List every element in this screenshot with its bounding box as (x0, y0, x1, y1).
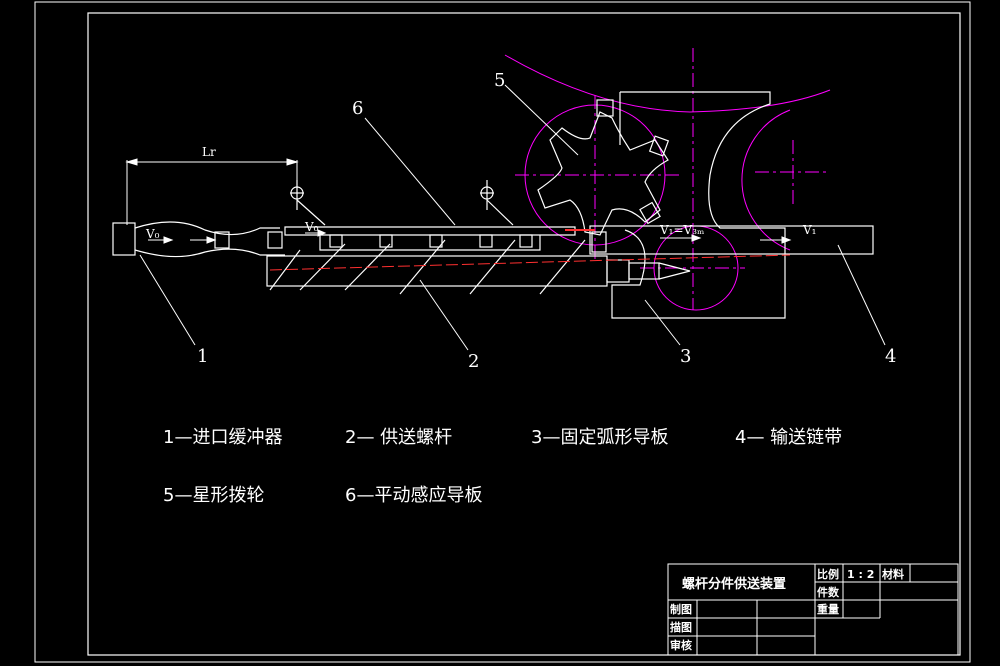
legend-item-3: 3—固定弧形导板 (531, 427, 668, 448)
legend-item-4: 4— 输送链带 (735, 427, 842, 448)
velocity-vs-label: V₀ (304, 220, 319, 234)
center-lines (515, 48, 830, 310)
fixed-arc-guide (611, 91, 786, 319)
title-block-scale-value: 1 : 2 (847, 568, 874, 581)
callout-4: 4 (885, 346, 896, 367)
velocity-arrows (148, 229, 792, 244)
legend-item-2: 2— 供送螺杆 (345, 427, 452, 448)
inlet-buffer (112, 221, 285, 258)
outer-frame (34, 1, 971, 663)
title-block-weight-label: 重量 (817, 602, 839, 616)
title-block-material-label: 材料 (882, 567, 904, 581)
callout-6: 6 (352, 98, 363, 119)
title-block-traced-label: 描图 (670, 620, 692, 634)
legend-item-6: 6—平动感应导板 (345, 485, 482, 506)
callout-5: 5 (494, 70, 505, 91)
legend-item-1: 1—进口缓冲器 (163, 427, 282, 448)
feed-screw (266, 239, 691, 295)
velocity-v1-label: V₁ (802, 223, 816, 237)
conveyor-belt (589, 225, 874, 255)
callout-2: 2 (468, 351, 479, 372)
sensor-pivots (290, 180, 514, 226)
dimension-lr (125, 158, 299, 225)
title-block-scale-label: 比例 (817, 567, 839, 581)
construction-arcs (504, 54, 831, 311)
leader-lines (139, 84, 886, 351)
title-block-count-label: 件数 (817, 585, 840, 599)
callout-3: 3 (680, 346, 691, 367)
velocity-vmid-label: V₁=V₃ₘ (659, 223, 704, 237)
inner-frame (87, 12, 961, 656)
title-block-checked-label: 审核 (670, 638, 692, 652)
star-wheel (537, 99, 670, 236)
screw-axis-line (269, 254, 791, 271)
legend-item-5: 5—星形拨轮 (163, 485, 264, 506)
callout-1: 1 (197, 346, 208, 367)
dimension-lr-label: Lr (202, 145, 216, 159)
velocity-v0-label: V₀ (145, 227, 160, 241)
title-block (667, 563, 959, 656)
induction-guide-plate (284, 226, 576, 251)
title-block-drawn-label: 制图 (670, 602, 692, 616)
title-block-title: 螺杆分件供送装置 (682, 576, 786, 592)
